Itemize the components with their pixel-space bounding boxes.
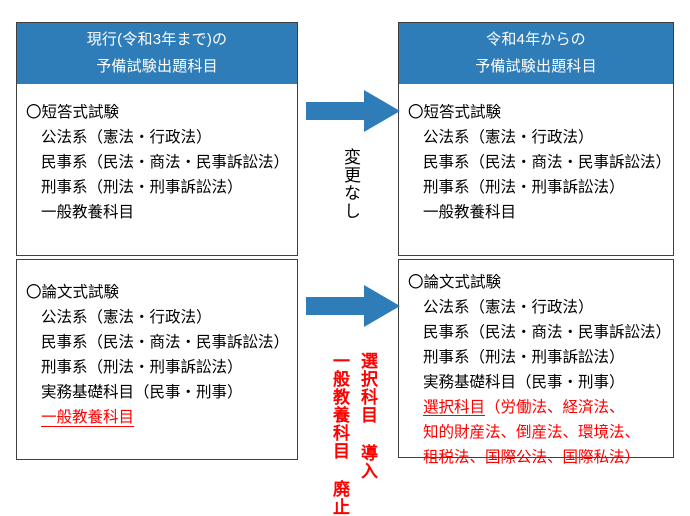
left-lower-item-2: 刑事系（刑法・刑事訴訟法） [41,359,243,376]
right-lower-item-0: 公法系（憲法・行政法） [423,299,594,316]
right-lower-body: 〇論文式試験 公法系（憲法・行政法） 民事系（民法・商法・民事訴訟法） 刑事系（… [399,260,673,478]
right-lower-new-underlined: 選択科目 [423,399,486,416]
lower-arrow-icon [306,285,400,327]
left-upper-item-3: 一般教養科目 [41,204,135,221]
left-lower-item-3: 実務基礎科目（民事・刑事） [41,384,243,401]
right-lower-item-1: 民事系（民法・商法・民事訴訟法） [423,324,672,341]
left-upper-item-0: 公法系（憲法・行政法） [41,129,212,146]
right-lower-panel: 〇論文式試験 公法系（憲法・行政法） 民事系（民法・商法・民事訴訟法） 刑事系（… [398,259,674,466]
right-upper-item-1: 民事系（民法・商法・民事訴訟法） [423,154,672,171]
left-header-line2: 予備試験出題科目 [96,58,218,75]
right-lower-new-line-0: 選択科目（労働法、経済法、 [408,395,665,420]
left-upper-heading: 〇短答式試験 [26,104,120,121]
left-upper-item-1: 民事系（民法・商法・民事訴訟法） [41,154,290,171]
left-header-line1: 現行(令和3年まで)の [86,31,228,48]
left-lower-item-0: 公法系（憲法・行政法） [41,309,212,326]
right-upper-item-0: 公法系（憲法・行政法） [423,129,594,146]
left-upper-body: 〇短答式試験 公法系（憲法・行政法） 民事系（民法・商法・民事訴訟法） 刑事系（… [17,84,297,233]
upper-arrow-label: 変更なし [341,148,360,220]
left-lower-removed-item: 一般教養科目 [26,405,289,430]
left-lower-body: 〇論文式試験 公法系（憲法・行政法） 民事系（民法・商法・民事訴訟法） 刑事系（… [17,260,297,438]
right-lower-new-line-2: 租税法、国際公法、国際私法） [423,449,641,466]
right-lower-heading: 〇論文式試験 [408,274,502,291]
right-upper-item-3: 一般教養科目 [423,204,517,221]
right-lower-item-2: 刑事系（刑法・刑事訴訟法） [423,349,625,366]
diagram-canvas: 現行(令和3年まで)の 予備試験出題科目 〇短答式試験 公法系（憲法・行政法） … [16,22,674,516]
upper-arrow-icon [306,90,400,132]
left-upper-panel: 現行(令和3年まで)の 予備試験出題科目 〇短答式試験 公法系（憲法・行政法） … [16,22,298,256]
right-upper-item-2: 刑事系（刑法・刑事訴訟法） [423,179,625,196]
right-lower-item-3: 実務基礎科目（民事・刑事） [423,374,625,391]
left-lower-item-1: 民事系（民法・商法・民事訴訟法） [41,334,290,351]
right-header-line1: 令和4年からの [486,31,586,48]
left-upper-item-2: 刑事系（刑法・刑事訴訟法） [41,179,243,196]
left-lower-removed-item-text: 一般教養科目 [41,409,135,426]
right-column-header: 令和4年からの 予備試験出題科目 [399,23,673,84]
left-lower-panel: 〇論文式試験 公法系（憲法・行政法） 民事系（民法・商法・民事訴訟法） 刑事系（… [16,259,298,460]
left-column-header: 現行(令和3年まで)の 予備試験出題科目 [17,23,297,84]
right-upper-body: 〇短答式試験 公法系（憲法・行政法） 民事系（民法・商法・民事訴訟法） 刑事系（… [399,84,673,233]
right-lower-new-line-1: 知的財産法、倒産法、環境法、 [423,424,641,441]
lower-arrow-label-introduce: 選択科目 導入 [358,352,377,480]
right-header-line2: 予備試験出題科目 [475,58,597,75]
right-upper-panel: 令和4年からの 予備試験出題科目 〇短答式試験 公法系（憲法・行政法） 民事系（… [398,22,674,256]
right-lower-new-rest-0: （労働法、経済法、 [485,399,625,416]
left-lower-heading: 〇論文式試験 [26,284,120,301]
lower-arrow-label-abolish: 一般教養科目 廃止 [330,352,349,516]
right-upper-heading: 〇短答式試験 [408,104,502,121]
